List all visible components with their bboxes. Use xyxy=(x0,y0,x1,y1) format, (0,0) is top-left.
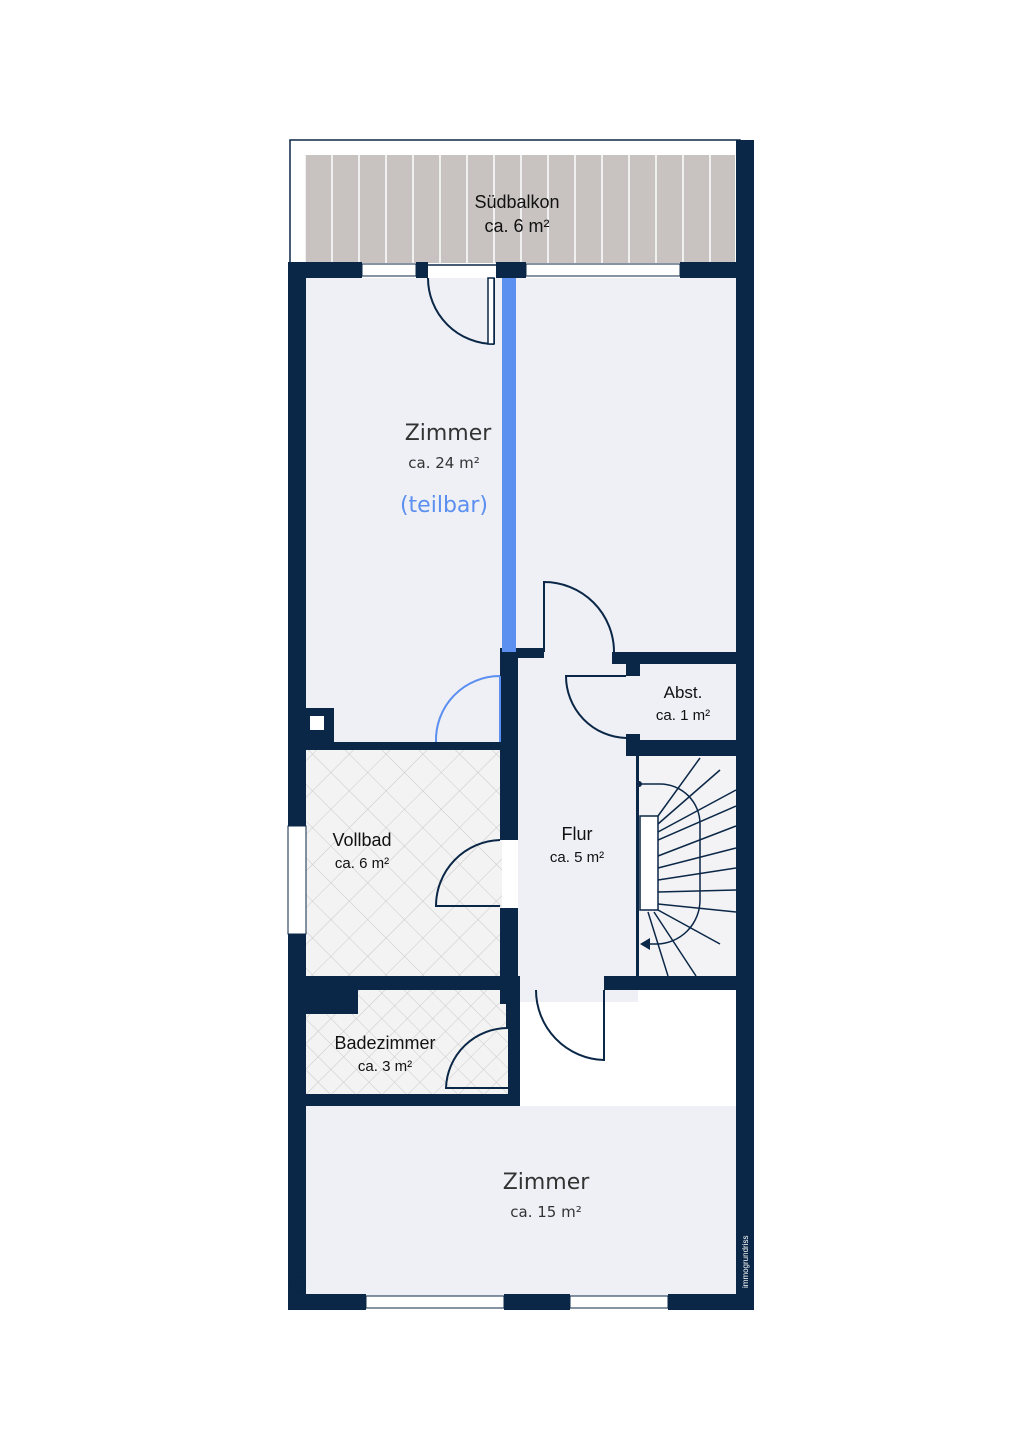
walls xyxy=(287,262,754,1310)
divisible-partition xyxy=(502,278,516,652)
balcony-planks xyxy=(304,155,711,263)
room-bottom-name: Zimmer xyxy=(503,1170,591,1195)
bathroom-name: Badezimmer xyxy=(334,1033,435,1053)
stair-tread xyxy=(657,909,721,945)
window-bottom-right xyxy=(569,1295,669,1309)
stair-arrow xyxy=(640,783,701,945)
logo-initials: VP xyxy=(295,1280,303,1291)
stair-tread xyxy=(657,789,737,833)
room-top-note: (teilbar) xyxy=(400,493,488,518)
stair-well xyxy=(639,815,659,911)
balcony-pillar xyxy=(736,140,754,268)
logo-brand: VON POLL xyxy=(294,1235,302,1275)
doors xyxy=(427,277,627,1089)
stair-tread xyxy=(657,867,737,881)
hall-area: ca. 5 m² xyxy=(550,849,604,866)
staircase xyxy=(636,757,737,977)
storage-name: Abst. xyxy=(664,683,703,702)
stair-tread xyxy=(657,757,701,817)
stair-tread xyxy=(657,903,737,913)
full-bath-area: ca. 6 m² xyxy=(335,855,389,872)
balcony-name: Südbalkon xyxy=(474,192,559,212)
door-full-bath xyxy=(434,839,501,907)
door-room-bottom xyxy=(535,989,605,1062)
door-hall-top xyxy=(543,580,615,653)
window-bottom-left xyxy=(365,1295,505,1309)
stair-tread xyxy=(657,805,737,841)
window-top-left xyxy=(361,263,417,277)
windows xyxy=(361,263,681,1309)
room-bottom-floor xyxy=(304,1106,736,1296)
storage-floor xyxy=(640,662,736,742)
stair-tread xyxy=(657,847,737,869)
window-top-right xyxy=(525,263,681,277)
von-poll-logo: VP VON POLL IMMOBILIEN xyxy=(290,1225,308,1293)
door-room-top xyxy=(434,675,501,743)
balcony xyxy=(289,139,754,268)
stair-treads xyxy=(647,757,737,977)
room-top-name: Zimmer xyxy=(405,421,493,446)
balcony-area: ca. 6 m² xyxy=(484,216,549,236)
logo-sub: IMMOBILIEN xyxy=(300,1225,308,1274)
credit-text: immogrundriss xyxy=(741,1236,750,1288)
door-storage xyxy=(564,675,627,739)
storage-area: ca. 1 m² xyxy=(656,707,710,724)
room-bottom-area: ca. 15 m² xyxy=(510,1203,581,1221)
room-labels: Südbalkon ca. 6 m² Zimmer ca. 24 m² (tei… xyxy=(332,192,710,1221)
full-bath-floor xyxy=(304,750,502,976)
stair-tread xyxy=(653,911,697,977)
stair-tread xyxy=(657,889,737,893)
door-bathroom xyxy=(444,1027,509,1089)
room-top-area: ca. 24 m² xyxy=(408,454,479,472)
hall-name: Flur xyxy=(562,824,593,844)
full-bath-name: Vollbad xyxy=(332,830,391,850)
room-floors xyxy=(304,278,736,1296)
stair-tread xyxy=(657,825,737,857)
bathroom-area: ca. 3 m² xyxy=(358,1058,412,1075)
